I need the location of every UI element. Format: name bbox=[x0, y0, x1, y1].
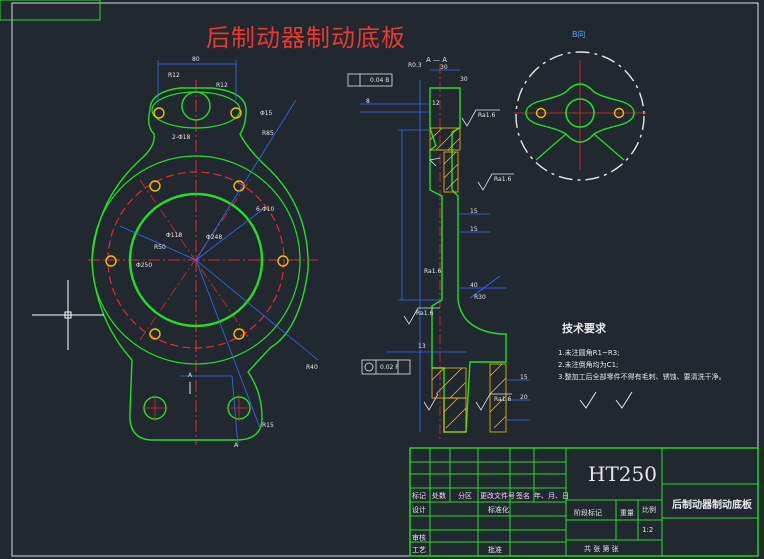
dim-section-1: R0.3 bbox=[408, 62, 422, 69]
dim-section-2: 30 bbox=[440, 64, 448, 71]
tech-requirement-1: 1.未注圆角R1~R3; bbox=[558, 349, 620, 357]
b-view bbox=[514, 51, 646, 181]
tb-sign: 签名 bbox=[516, 492, 530, 500]
tb-scale-label: 比例 bbox=[642, 506, 656, 514]
dim-section-15: 13 bbox=[418, 343, 426, 350]
dim-section-8: 15 bbox=[470, 208, 478, 215]
dim-front-13: R40 bbox=[306, 364, 318, 371]
dim-front-0: 80 bbox=[192, 56, 200, 63]
b-view-label: B向 bbox=[572, 30, 586, 39]
dim-front-8: R50 bbox=[154, 244, 166, 251]
dim-section-7: Ra1.6 bbox=[494, 176, 512, 183]
tech-requirements-heading: 技术要求 bbox=[562, 322, 606, 335]
dim-section-10: 40 bbox=[470, 282, 478, 289]
dim-section-17: 20 bbox=[520, 394, 528, 401]
sheet-border bbox=[11, 2, 759, 557]
section-label: A — A bbox=[426, 56, 448, 64]
dim-front-11: A bbox=[188, 372, 193, 379]
material-label: HT250 bbox=[588, 462, 657, 486]
tb-count: 处数 bbox=[432, 492, 446, 500]
tb-design: 设计 bbox=[412, 506, 426, 514]
tech-requirement-2: 2.未注倒角均为C1; bbox=[558, 361, 619, 369]
title-block bbox=[409, 447, 759, 557]
dim-front-10: Φ118 bbox=[166, 232, 183, 239]
dim-section-0: 0.04 B bbox=[370, 77, 390, 84]
roughness-symbols bbox=[579, 391, 633, 409]
dim-front-12: A bbox=[234, 442, 239, 449]
dim-section-14: 0.02 F bbox=[380, 364, 399, 371]
tb-sheet: 共 张 第 张 bbox=[584, 545, 619, 553]
tech-requirement-3: 3.整加工后全部零件不得有毛刺、锈蚀、要清洗干净。 bbox=[558, 373, 726, 381]
dim-section-3: 8 bbox=[366, 98, 370, 105]
dim-front-3: Φ15 bbox=[260, 110, 273, 117]
dim-section-12: Ra1.6 bbox=[424, 268, 442, 275]
dim-front-5: 2-Φ18 bbox=[172, 134, 191, 141]
dim-front-4: R85 bbox=[262, 130, 274, 137]
dim-front-9: Φ248 bbox=[206, 234, 223, 241]
dim-front-2: R12 bbox=[216, 82, 228, 89]
sheet-corner-tab bbox=[0, 0, 101, 21]
tb-review: 审核 bbox=[412, 534, 426, 542]
dim-section-5: 30 bbox=[460, 76, 468, 83]
tb-scale: 1:2 bbox=[642, 526, 654, 534]
dim-section-18: Ra1.6 bbox=[494, 396, 512, 403]
tb-zone: 分区 bbox=[458, 492, 472, 500]
dim-front-6: 6-Φ10 bbox=[256, 206, 275, 213]
tb-weight: 重量 bbox=[620, 509, 634, 517]
tb-date: 年、月、日 bbox=[534, 492, 569, 500]
dim-section-9: 15 bbox=[470, 226, 478, 233]
dim-front-14: R15 bbox=[262, 422, 274, 429]
dim-section-11: R30 bbox=[474, 294, 486, 301]
dim-section-6: Ra1.6 bbox=[478, 112, 496, 119]
drawing-title: 后制动器制动底板 bbox=[206, 24, 406, 52]
tb-approve: 批准 bbox=[488, 546, 502, 554]
tb-process: 工艺 bbox=[412, 546, 426, 554]
tb-change-doc: 更改文件号 bbox=[480, 492, 515, 500]
dim-section-4: 12 bbox=[432, 100, 440, 107]
dim-front-1: R12 bbox=[168, 72, 180, 79]
tb-stage-mark: 阶段标记 bbox=[574, 509, 602, 517]
section-view bbox=[347, 64, 530, 440]
tb-mark: 标记 bbox=[412, 492, 426, 500]
part-name-label: 后制动器制动底板 bbox=[672, 500, 752, 511]
dim-section-16: 15 bbox=[520, 374, 528, 381]
dim-section-13: Ra1.6 bbox=[416, 310, 434, 317]
crosshair-cursor-icon bbox=[32, 280, 104, 350]
dim-front-7: Φ250 bbox=[136, 262, 153, 269]
front-view bbox=[88, 60, 319, 447]
tb-standard: 标准化 bbox=[488, 506, 509, 514]
